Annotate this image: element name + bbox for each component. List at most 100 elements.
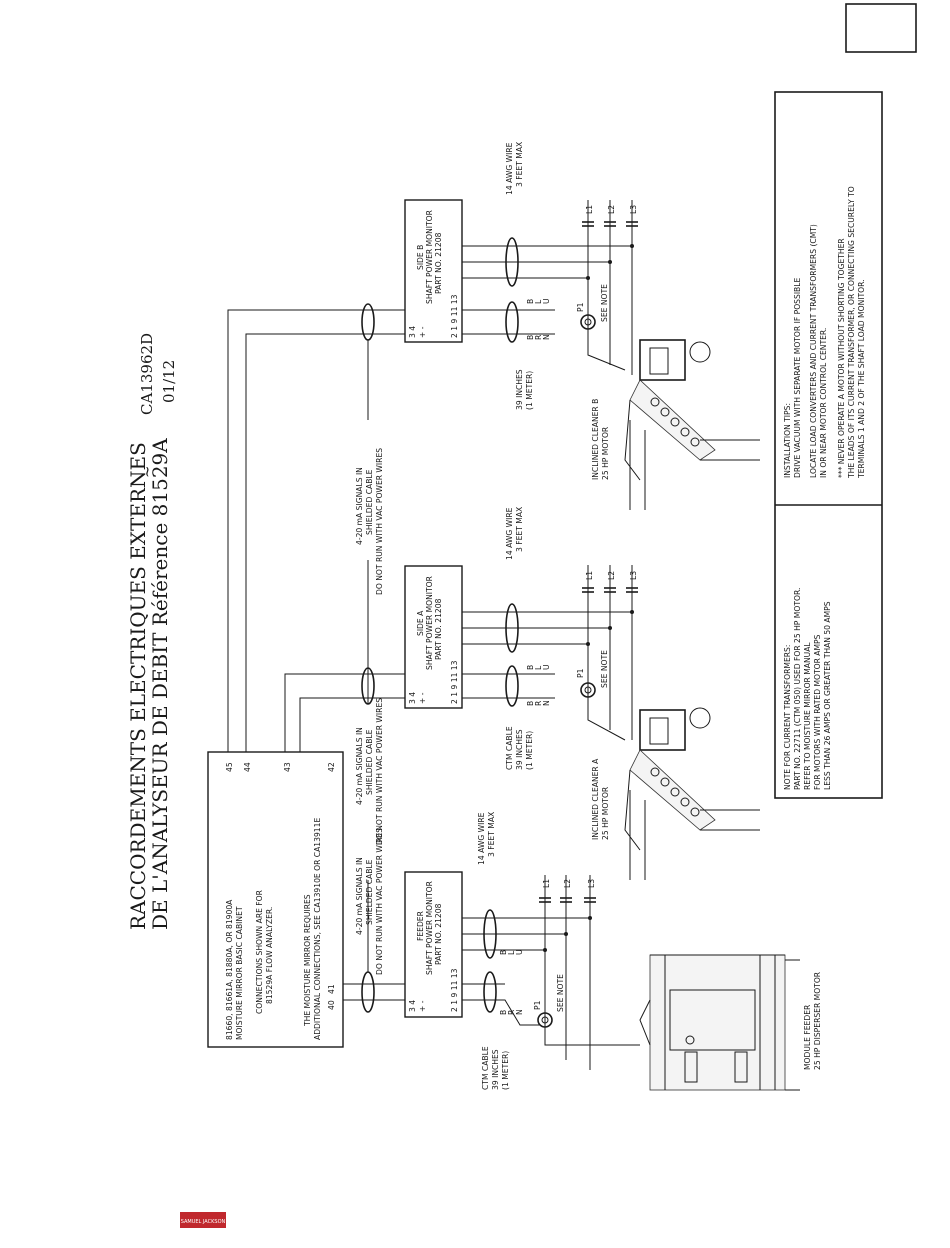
color-u-b: U [542, 298, 551, 304]
see-note-b: SEE NOTE [600, 284, 609, 322]
monitor-a-part: PART NO. 21208 [434, 598, 443, 660]
line-conductors [539, 200, 638, 1070]
ctm-cable-a: CTM CABLE 39 INCHES (1 METER) [505, 726, 534, 770]
wire-note-feeder: 14 AWG WIRE 3 FEET MAX [477, 812, 496, 865]
monitor-b-bottom-terms: 2 1 9 11 13 [450, 294, 459, 338]
company-logo: SAMUEL JACKSON [180, 1212, 226, 1228]
cleaner-b-1: INCLINED CLEANER B [591, 399, 600, 480]
ctm-cable-feeder-3: (1 METER) [501, 1051, 510, 1090]
color-r-a: R [534, 700, 543, 706]
signal-note-feeder-1: 4-20 mA SIGNALS IN [355, 857, 364, 935]
title-line-1: RACCORDEMENTS ELECTRIQUES EXTERNES [126, 442, 150, 930]
wire-note-a: 14 AWG WIRE 3 FEET MAX [505, 507, 524, 560]
signal-note-b-1: 4-20 mA SIGNALS IN [355, 467, 364, 545]
feeder-machine [639, 954, 800, 1091]
ct-note-3: FOR MOTORS WITH RATED MOTOR AMPS [813, 634, 822, 790]
p1-b: P1 [576, 302, 585, 312]
label-l1-a: L1 [585, 571, 594, 580]
tip-1: DRIVE VACUUM WITH SEPARATE MOTOR IF POSS… [793, 278, 802, 478]
color-b-b: B [526, 335, 535, 340]
doc-tilde: ~ [138, 465, 156, 478]
cabinet-box: 81660, 81661A, 81880A, OR 81900A MOISTUR… [207, 751, 344, 1048]
notes-panel [774, 91, 883, 799]
label-l1-feeder: L1 [542, 879, 551, 888]
signal-note-feeder: 4-20 mA SIGNALS IN SHIELDED CABLE DO NOT… [355, 828, 384, 975]
current-transformers [537, 314, 640, 1046]
cabinet-note-1: THE MOISTURE MIRROR REQUIRES [303, 894, 312, 1027]
ct-notes: NOTE FOR CURRENT TRANSFORMERS: PART NO. … [783, 588, 832, 790]
signal-note-b: 4-20 mA SIGNALS IN SHIELDED CABLE DO NOT… [355, 448, 384, 595]
ct-note-0: NOTE FOR CURRENT TRANSFORMERS: [783, 645, 792, 790]
monitor-feeder-name: SHAFT POWER MONITOR [425, 880, 434, 975]
cleaner-a-1: INCLINED CLEANER A [591, 758, 600, 840]
ctm-cable-feeder-2: 39 INCHES [491, 1049, 500, 1090]
wire-note-b: 14 AWG WIRE 3 FEET MAX [505, 142, 524, 195]
cabinet-note-2: ADDITIONAL CONNECTIONS, SEE CA13910E OR … [313, 818, 322, 1040]
monitor-side-b: 3 4 + - SIDE B SHAFT POWER MONITOR PART … [404, 199, 463, 343]
cabinet-line-1: 81660, 81661A, 81880A, OR 81900A [225, 899, 234, 1040]
feeder-motor-1: MODULE FEEDER [803, 1004, 812, 1070]
signal-note-a: 4-20 mA SIGNALS IN SHIELDED CABLE DO NOT… [355, 698, 384, 845]
installation-tips: INSTALLATION TIPS: DRIVE VACUUM WITH SEP… [783, 186, 866, 479]
monitor-b-polarity: + - [418, 326, 427, 338]
signal-note-a-3: DO NOT RUN WITH VAC POWER WIRES [375, 698, 384, 845]
ct-note-4: LESS THAN 26 AMPS OR GREATER THAN 50 AMP… [823, 601, 832, 790]
title-block: RACCORDEMENTS ELECTRIQUES EXTERNES DE L'… [126, 438, 172, 930]
doc-code: CA13962D [138, 333, 156, 415]
terminal-40: 40 [327, 1000, 336, 1010]
ctm-cable-a-3: (1 METER) [525, 731, 534, 770]
ctm-cable-a-1: CTM CABLE [505, 726, 514, 770]
color-b-a: B [526, 701, 535, 706]
tip-4: IN OR NEAR MOTOR CONTROL CENTER. [819, 328, 828, 478]
signal-note-a-2: SHIELDED CABLE [365, 729, 374, 795]
ctm-cable-b-2: (1 METER) [525, 371, 534, 410]
label-l2-a: L2 [607, 571, 616, 580]
monitor-a-polarity: + - [418, 692, 427, 704]
monitor-b-part: PART NO. 21208 [434, 232, 443, 294]
cleaner-b-2: 25 HP MOTOR [601, 426, 610, 480]
tip-7: THE LEADS OF ITS CURRENT TRANSFORMER, OR… [847, 186, 856, 479]
ctm-cable-feeder-1: CTM CABLE [481, 1046, 490, 1090]
monitor-b-top-terms: 3 4 [408, 326, 417, 338]
monitor-b-header: SIDE B [416, 245, 425, 270]
signal-note-b-3: DO NOT RUN WITH VAC POWER WIRES [375, 448, 384, 595]
doc-reference: ~ [138, 465, 156, 478]
tip-6: *** NEVER OPERATE A MOTOR WITHOUT SHORTI… [837, 238, 846, 478]
wire-note-feeder-2: 3 FEET MAX [487, 812, 496, 857]
terminal-45: 45 [225, 762, 234, 772]
terminal-43: 43 [283, 762, 292, 772]
ct-note-2: REFER TO MOISTURE MIRROR MANUAL [803, 642, 812, 790]
power-wiring [462, 237, 632, 1026]
monitor-a-name: SHAFT POWER MONITOR [425, 575, 434, 670]
monitor-a-header: SIDE A [416, 610, 425, 636]
color-b2-feeder: B [499, 950, 508, 955]
color-r-feeder: R [507, 1009, 516, 1015]
label-l3-feeder: L3 [587, 879, 596, 888]
cabinet-line-2: MOISTURE MIRROR BASIC CABINET [235, 906, 244, 1040]
page-number-box [845, 3, 917, 53]
color-r-b: R [534, 334, 543, 340]
p1-a: P1 [576, 668, 585, 678]
monitor-feeder-polarity: + - [418, 1000, 427, 1012]
title-line-2: DE L'ANALYSEUR DE DEBIT Référence 81529A [148, 438, 172, 930]
cabinet-connections-2: 81529A FLOW ANALYZER. [265, 907, 274, 1004]
feeder-motor-2: 25 HP DISPERSER MOTOR [813, 971, 822, 1070]
cleaner-a-2: 25 HP MOTOR [601, 786, 610, 840]
tip-8: TERMINALS 1 AND 2 OF THE SHAFT LOAD MONI… [857, 279, 866, 479]
signal-wires [227, 303, 405, 1013]
color-u-a: U [542, 664, 551, 670]
color-n-b: N [542, 334, 551, 340]
monitor-a-top-terms: 3 4 [408, 692, 417, 704]
cleaner-a-machine [624, 707, 760, 880]
terminal-41: 41 [327, 984, 336, 994]
feeder-motor-label: MODULE FEEDER 25 HP DISPERSER MOTOR [803, 971, 822, 1070]
ctm-cable-b: 39 INCHES (1 METER) [515, 369, 534, 410]
p1-feeder: P1 [533, 1000, 542, 1010]
line-labels: L1 L2 L3 L1 L2 L3 L1 L2 L3 [542, 205, 638, 888]
cabinet-connections-1: CONNECTIONS SHOWN ARE FOR [255, 889, 264, 1014]
color-n-feeder: N [515, 1009, 524, 1015]
label-l2-b: L2 [607, 205, 616, 214]
ctm-cable-a-2: 39 INCHES [515, 729, 524, 770]
label-l3-b: L3 [629, 205, 638, 214]
terminal-42: 42 [327, 762, 336, 772]
